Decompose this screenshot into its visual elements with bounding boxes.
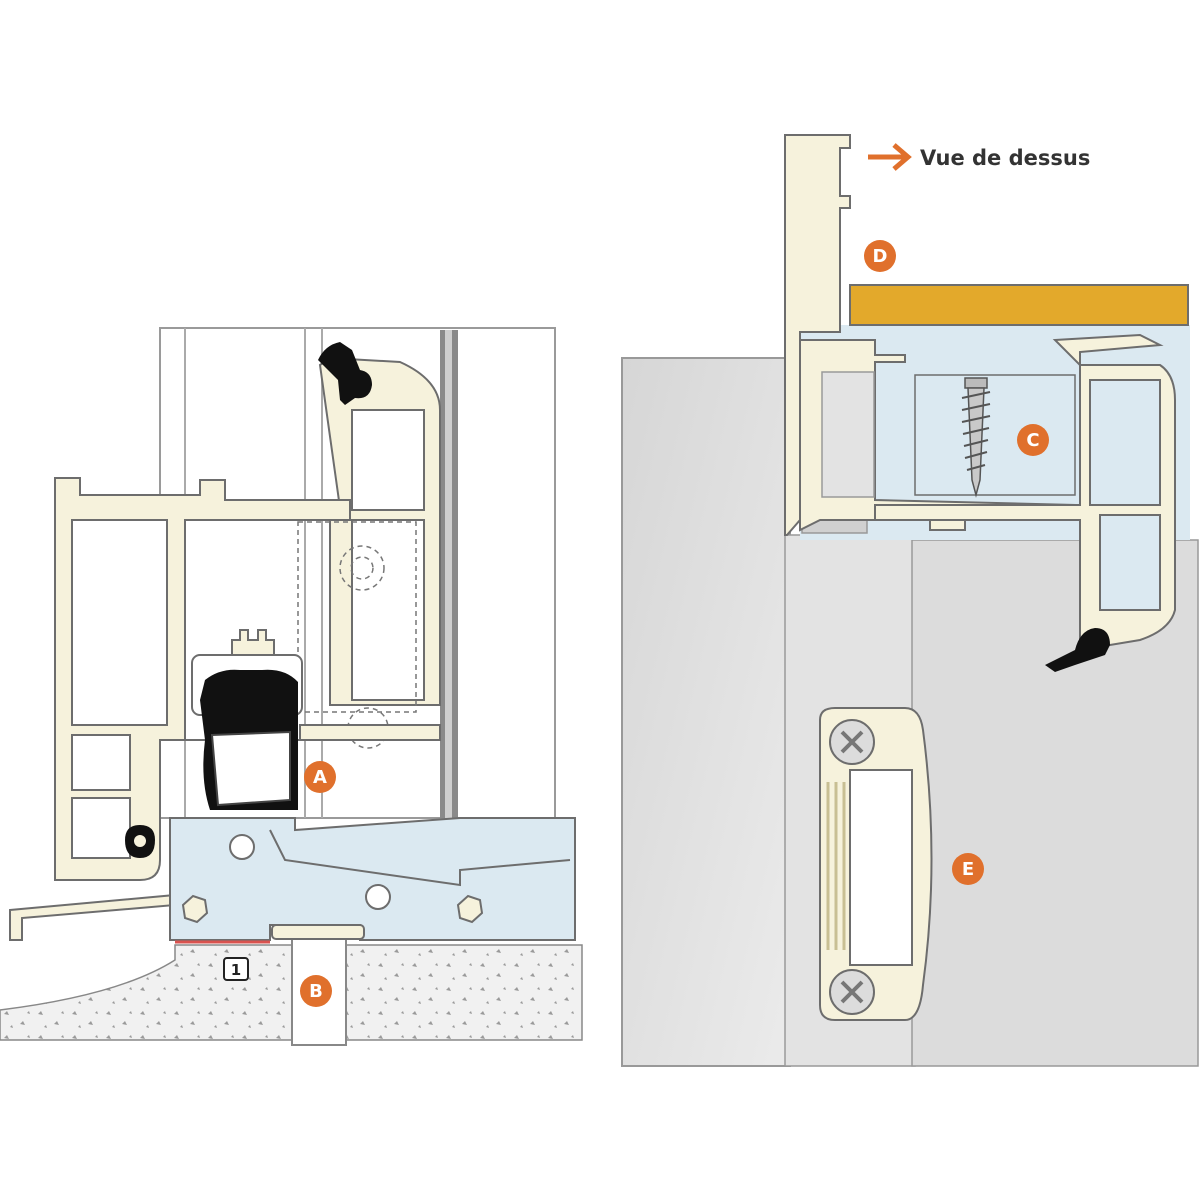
- marker-e: E: [952, 853, 984, 885]
- wall: [621, 357, 791, 1067]
- corner-gasket: [1045, 628, 1110, 672]
- marker-e-label: E: [962, 859, 974, 880]
- marker-a: A: [304, 761, 336, 793]
- marker-d-label: D: [873, 246, 888, 267]
- marker-c: C: [1017, 424, 1049, 456]
- view-caption: Vue de dessus: [868, 143, 1090, 171]
- left-section-view: [0, 327, 583, 1046]
- marker-1-label: 1: [231, 961, 241, 979]
- top-gasket: [318, 342, 372, 405]
- right-section-view: Vue de dessus: [621, 134, 1199, 1067]
- marker-a-label: A: [313, 767, 327, 788]
- marker-1: 1: [223, 957, 249, 981]
- vertical-frame: [784, 134, 851, 536]
- hinge-e: [819, 707, 933, 1021]
- screw-c: [961, 377, 991, 498]
- marker-c-label: C: [1026, 430, 1039, 451]
- exterior-sill: [9, 893, 176, 941]
- marker-b: B: [300, 975, 332, 1007]
- threshold-profile: [169, 817, 576, 941]
- view-caption-text: Vue de dessus: [920, 146, 1090, 170]
- marker-d: D: [864, 240, 896, 272]
- wood-lintel: [849, 284, 1189, 326]
- marker-b-label: B: [309, 981, 323, 1002]
